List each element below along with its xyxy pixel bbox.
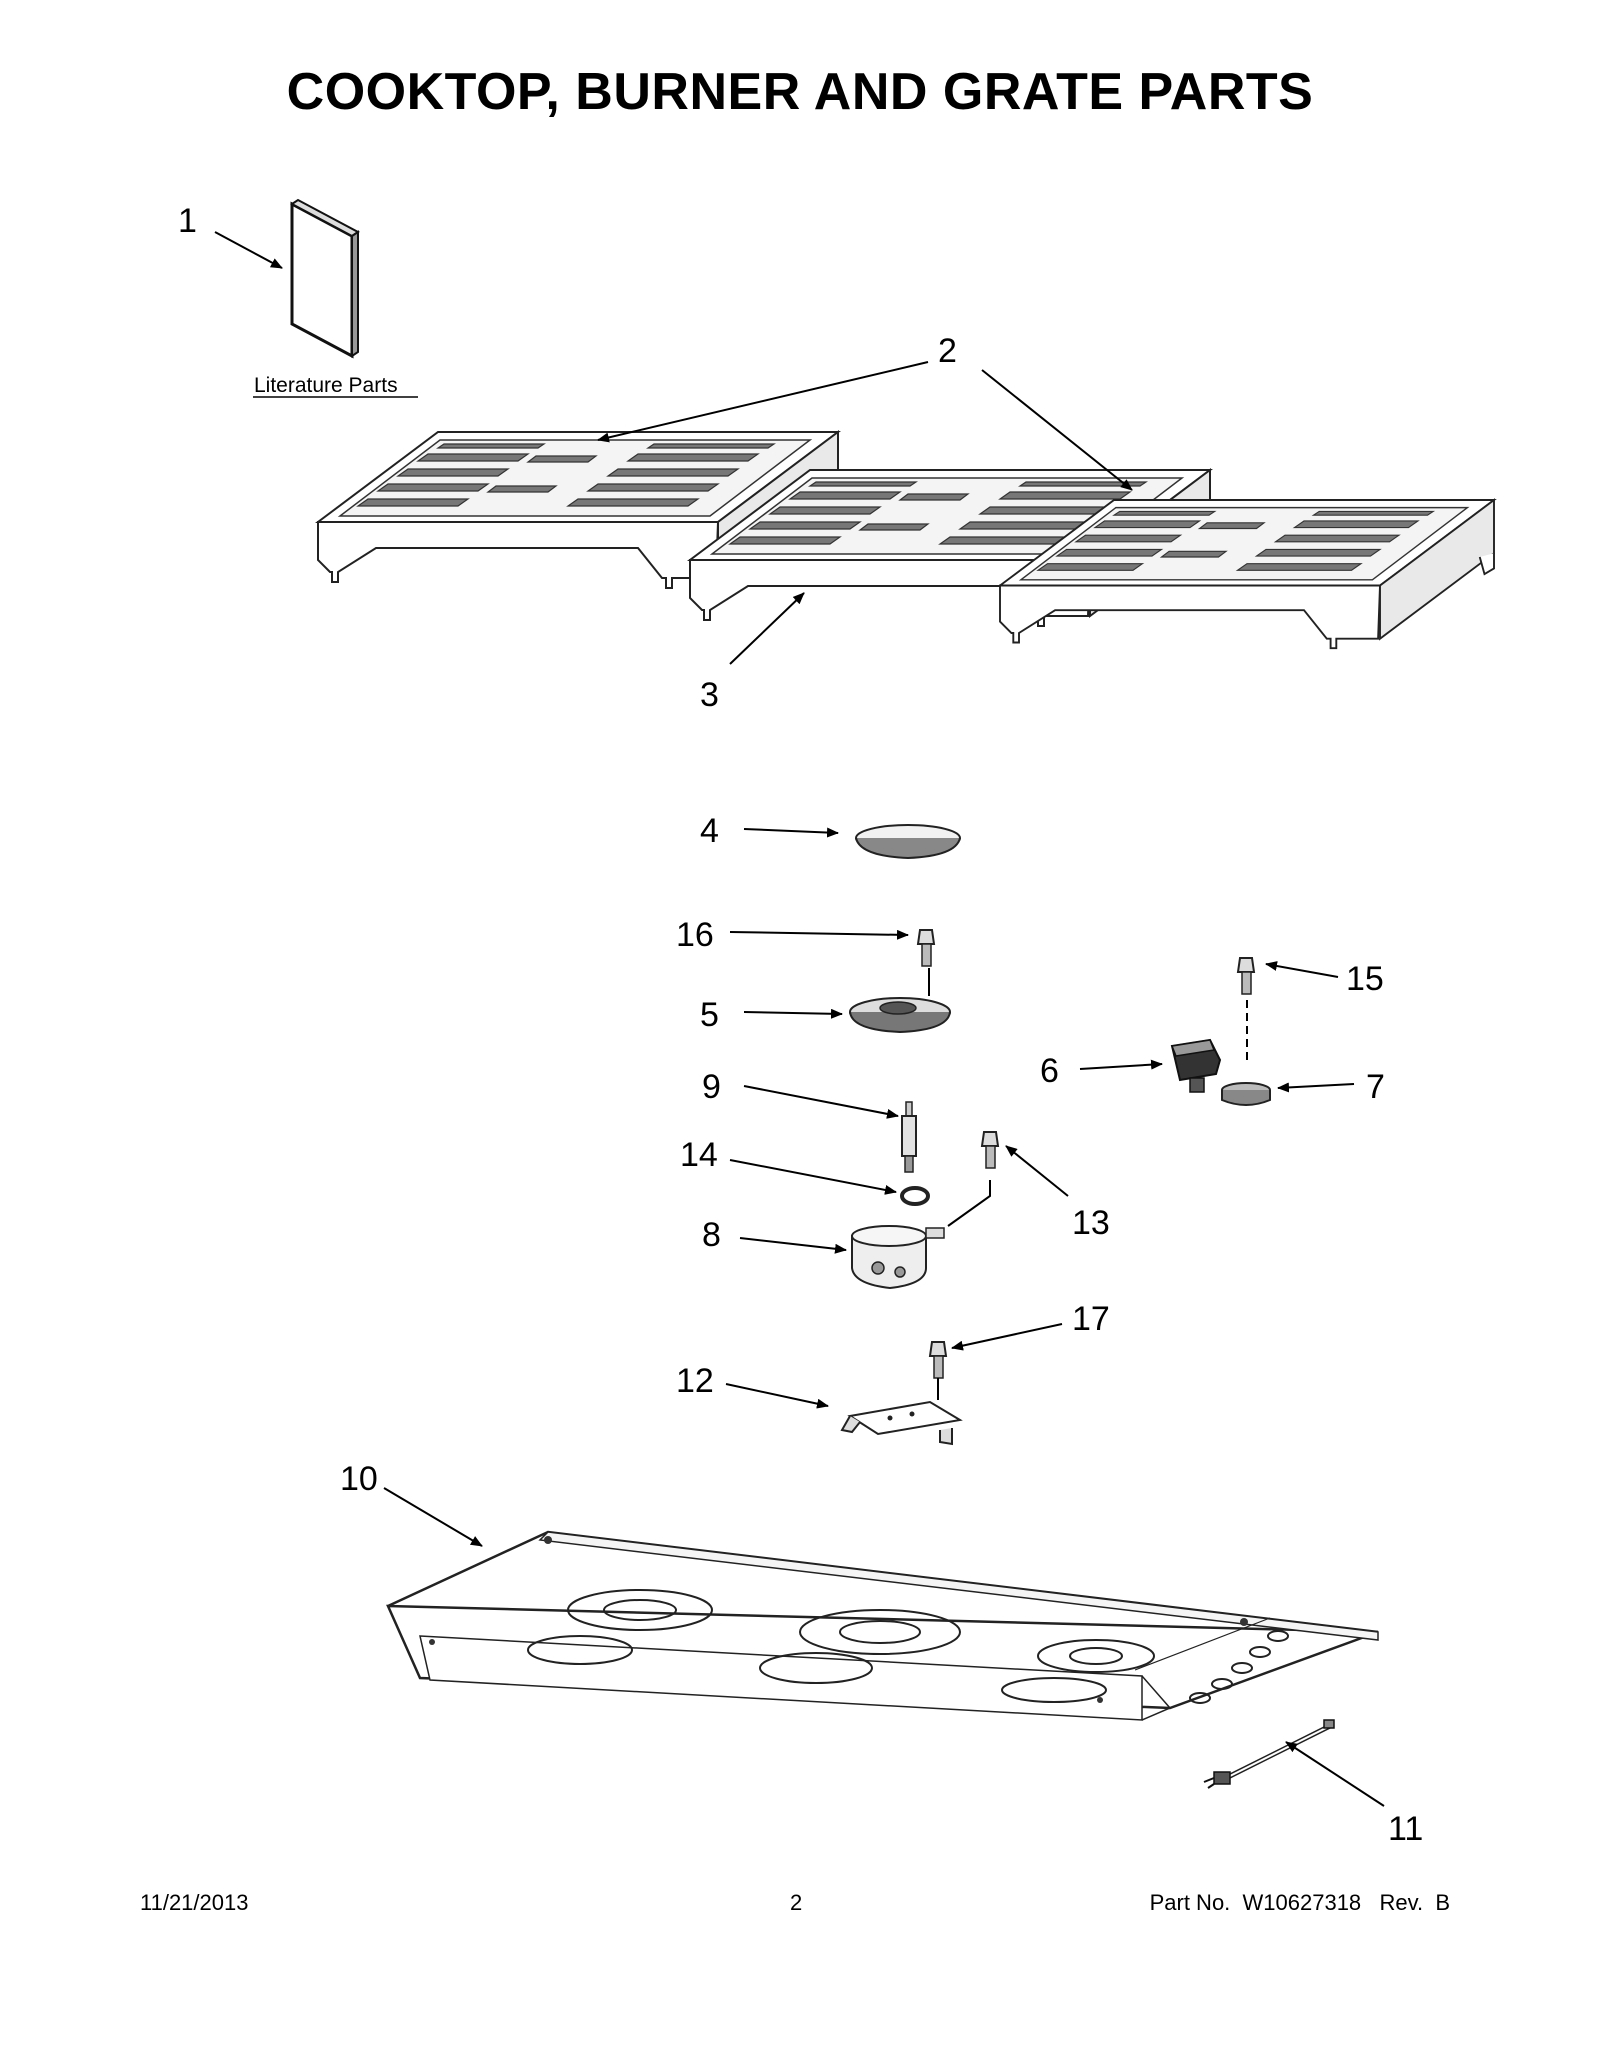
callout-15: 15 [1346,960,1384,998]
footer-date: 11/21/2013 [140,1890,249,1915]
literature-booklet [290,198,360,359]
callout-11: 11 [1388,1810,1423,1848]
o-ring [900,1186,930,1206]
cooktop [386,1530,1379,1721]
callout-6: 6 [1040,1052,1059,1090]
burner-body [851,1225,945,1290]
bracket-screw [928,1341,948,1400]
callout-4: 4 [700,812,719,850]
callout-7: 7 [1366,1068,1385,1106]
callout-3: 3 [700,676,719,714]
literature-parts-label: Literature Parts [254,374,398,397]
burner-bracket [840,1400,963,1446]
callout-16: 16 [676,916,714,954]
callout-14: 14 [680,1136,718,1174]
callout-5: 5 [700,996,719,1034]
page-title: COOKTOP, BURNER AND GRATE PARTS [286,63,1314,121]
leader-lines [214,231,1385,1807]
wire-harness [1203,1719,1335,1789]
callout-13: 13 [1072,1204,1110,1242]
burner-cap [855,824,961,860]
callout-12: 12 [676,1362,714,1400]
knob-screw [1236,957,1256,1062]
callout-10: 10 [340,1460,378,1498]
callout-numbers: 1 2 3 4 16 5 15 6 7 9 14 13 8 17 12 10 1… [178,202,1423,1848]
callout-17: 17 [1072,1300,1110,1338]
control-knob [1170,1038,1222,1093]
callout-8: 8 [702,1216,721,1254]
knob-bezel [1221,1082,1271,1106]
footer-page-number: 2 [790,1890,803,1915]
callout-1: 1 [178,202,197,240]
burner-mount-screw [947,1131,1000,1227]
callout-2: 2 [938,332,957,370]
burner-base-screw [916,929,936,996]
callout-9: 9 [702,1068,721,1106]
footer-part-number: Part No. W10627318 Rev. B [1149,1890,1450,1915]
spark-electrode [901,1101,917,1173]
burner-base [849,997,951,1034]
